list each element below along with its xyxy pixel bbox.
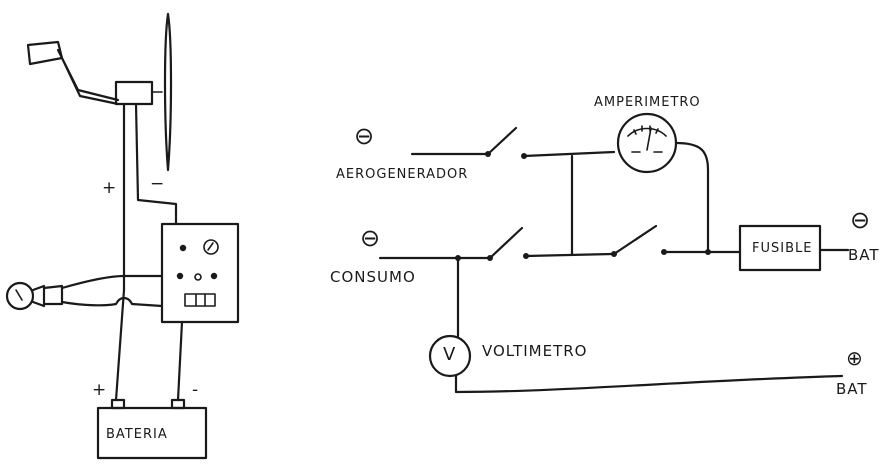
- lamp-cable-top: [60, 274, 164, 290]
- battery-negative-sign: -: [192, 380, 200, 400]
- bat-pos-wire: [454, 374, 844, 394]
- aerogenerador-switch: [486, 126, 518, 156]
- ammeter-symbol: [616, 112, 678, 174]
- lamp-filament: [15, 289, 23, 301]
- fuse-slot: [184, 293, 216, 307]
- battery: [96, 288, 208, 460]
- bat-negative-icon: ⊖: [850, 206, 871, 234]
- tail-boom: [56, 48, 120, 106]
- rotor-blades: [163, 12, 173, 172]
- bat-negative-label: BAT: [848, 246, 880, 264]
- battery-negative-cable: [176, 320, 184, 402]
- consumo-label: CONSUMO: [330, 268, 416, 286]
- control-box: [160, 222, 240, 324]
- wind-turbine: [26, 12, 178, 292]
- top-bus: [522, 150, 616, 158]
- fuse-slot-lines: [195, 293, 206, 307]
- lamp-socket: [31, 284, 46, 308]
- voltmeter-symbol: [428, 334, 472, 378]
- aerogenerador-label: AEROGENERADOR: [336, 167, 469, 182]
- meter-needle: [207, 242, 214, 251]
- generator-nacelle: [114, 80, 154, 106]
- lamp: [5, 274, 164, 311]
- battery-label: BATERIA: [106, 427, 168, 442]
- battery-negative-terminal: [170, 398, 186, 410]
- tail-vane: [26, 40, 64, 66]
- meter-dial: [203, 239, 219, 255]
- voltimetro-label: VOLTIMETRO: [482, 342, 588, 360]
- terminal: [179, 244, 187, 252]
- battery-positive-terminal: [110, 398, 126, 410]
- ammeter-ticks: [633, 125, 659, 135]
- voltimetro-v: V: [443, 344, 456, 365]
- lamp-base: [42, 284, 64, 306]
- amperimetro-label: AMPERIMETRO: [594, 95, 701, 110]
- fusible-label: FUSIBLE: [752, 241, 813, 256]
- bat-positive-icon: ⊕: [846, 346, 863, 370]
- bottom-bus: [524, 252, 614, 258]
- consumo-negative-icon: ⊖: [360, 224, 381, 252]
- lamp-bulb: [5, 281, 35, 311]
- battery-positive-sign: +: [92, 380, 108, 400]
- terminal: [194, 273, 202, 281]
- terminal: [210, 272, 218, 280]
- battery-body: [96, 406, 208, 460]
- negative-cable: [134, 102, 178, 226]
- battery-positive-cable: [114, 288, 126, 402]
- ammeter-needle: [646, 127, 652, 151]
- fuse-box: [738, 224, 822, 272]
- junction-dot: [705, 249, 711, 255]
- terminal: [176, 272, 184, 280]
- consumo-switch: [488, 226, 524, 260]
- aerogenerador-negative-icon: ⊖: [354, 122, 375, 150]
- schematic: [378, 112, 850, 394]
- ammeter-scale: [627, 127, 667, 137]
- bat-positive-label: BAT: [836, 380, 868, 398]
- mast-positive-sign: +: [102, 178, 118, 198]
- control-box-frame: [160, 222, 240, 324]
- lamp-cable-bottom: [60, 296, 164, 308]
- ammeter-out-wire: [674, 141, 710, 254]
- main-switch: [612, 224, 658, 256]
- mast-negative-sign: −: [150, 174, 166, 194]
